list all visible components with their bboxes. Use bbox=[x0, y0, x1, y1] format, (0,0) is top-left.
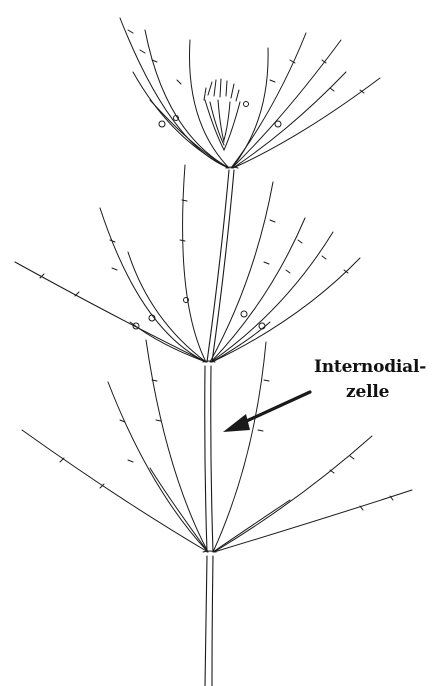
internodial-cell-label-line-1: Internodial- bbox=[314, 357, 426, 377]
top-whorl bbox=[120, 18, 380, 168]
pointer-arrow bbox=[223, 392, 310, 432]
internodial-cell-label-line-2: zelle bbox=[346, 382, 389, 402]
middle-whorl bbox=[15, 165, 360, 362]
